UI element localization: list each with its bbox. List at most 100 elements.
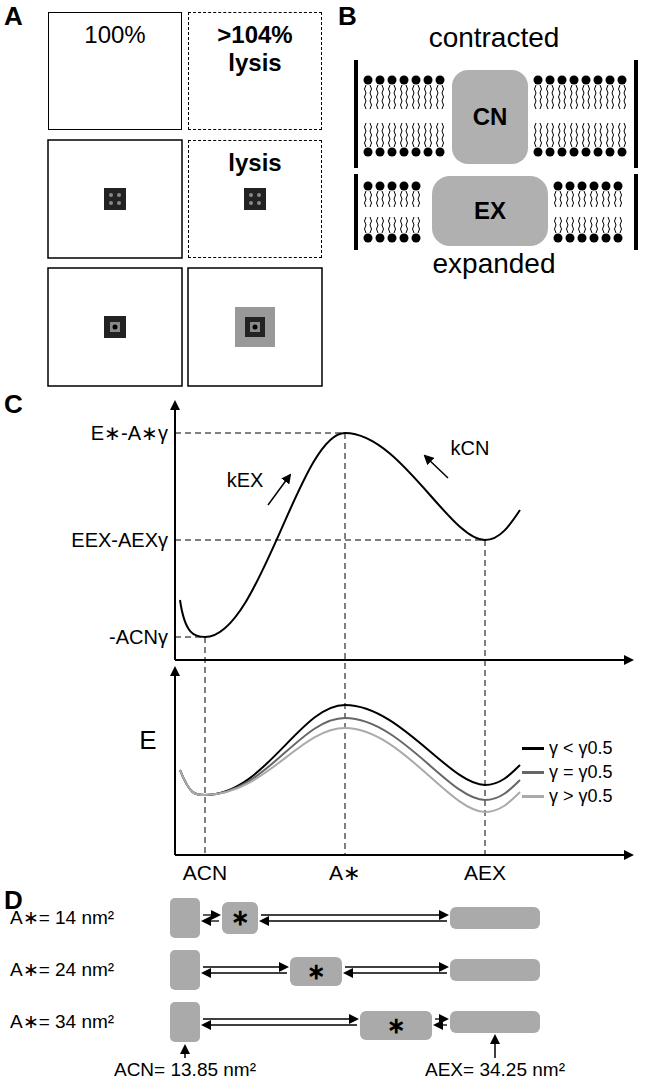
lipid-head	[614, 234, 623, 243]
legend-row: γ > γ0.5	[522, 785, 613, 807]
node-text: lysis	[228, 49, 281, 77]
state-area: ACN= 13.85 nm²	[114, 1060, 256, 1081]
lipid-tail	[579, 191, 581, 207]
lipid-head	[606, 148, 615, 157]
lipid-tail	[619, 123, 621, 147]
forward-arrow	[345, 966, 447, 967]
lipid-head	[376, 148, 385, 157]
lipid-head	[590, 234, 599, 243]
lipid-tail	[413, 123, 415, 147]
lipid-head	[582, 148, 591, 157]
lipid-tail	[377, 191, 379, 207]
lipid-head	[594, 148, 603, 157]
lipid-tail	[603, 191, 605, 207]
lipid-tail	[382, 191, 384, 207]
lipid-tail	[603, 217, 605, 233]
energy-level: -ACNγ	[109, 626, 168, 648]
lipid-tail	[547, 85, 549, 109]
energy-level: E∗-A∗γ	[91, 422, 168, 444]
lipid-head	[436, 148, 445, 157]
lipid-head	[554, 182, 563, 191]
forward-arrow	[203, 914, 219, 915]
lipid-tail	[620, 191, 622, 207]
lipid-head	[412, 182, 421, 191]
lipid-head	[364, 234, 373, 243]
backward-arrow	[203, 1024, 357, 1025]
legend-swatch	[522, 771, 544, 774]
lipid-head	[412, 76, 421, 85]
channel-states	[170, 898, 540, 1042]
lipid-head	[606, 76, 615, 85]
lipid-tail	[624, 85, 626, 109]
lipid-head	[388, 234, 397, 243]
lipid-tail	[377, 217, 379, 233]
lipid-tail	[567, 217, 569, 233]
lipid-head	[594, 76, 603, 85]
lipid-tail	[406, 191, 408, 207]
lipid-tail	[540, 123, 542, 147]
lipid-head	[388, 76, 397, 85]
legend-text: γ > γ0.5	[549, 786, 613, 807]
lipid-tail	[418, 85, 420, 109]
lipid-tail	[430, 85, 432, 109]
lipid-head	[546, 148, 555, 157]
lipid-head	[364, 76, 373, 85]
lipid-tail	[595, 123, 597, 147]
lipid-tail	[437, 123, 439, 147]
lipid-tail	[615, 217, 617, 233]
lipid-tail	[401, 217, 403, 233]
forward-arrow	[261, 914, 447, 915]
lipid-head	[400, 76, 409, 85]
lipid-head	[376, 76, 385, 85]
lipid-tail	[437, 85, 439, 109]
lipid-head	[602, 182, 611, 191]
lipid-head	[546, 76, 555, 85]
lipid-head	[412, 234, 421, 243]
transition-area: A∗= 14 nm²	[10, 908, 114, 929]
node-text: CN	[473, 103, 508, 131]
legend-swatch	[522, 747, 544, 750]
area-tick: ACN	[183, 861, 227, 884]
well-squares	[48, 140, 322, 386]
lipid-tail	[600, 85, 602, 109]
lysis-box: lysis	[188, 140, 322, 258]
rate-arrows	[268, 456, 448, 505]
rate-constant: kEX	[227, 469, 264, 491]
lipid-tail	[612, 85, 614, 109]
transition-area: A∗= 24 nm²	[10, 960, 114, 981]
lipid-head	[570, 76, 579, 85]
lipid-tail	[365, 217, 367, 233]
lipid-head	[558, 148, 567, 157]
lipid-tail	[591, 191, 593, 207]
lipid-tail	[571, 123, 573, 147]
lipid-tail	[595, 85, 597, 109]
lipid-head	[570, 148, 579, 157]
tension-curves	[180, 705, 520, 812]
lipid-tail	[560, 217, 562, 233]
well-box: 100%	[48, 12, 182, 130]
lipid-head	[400, 182, 409, 191]
lipid-tail	[579, 217, 581, 233]
lysis-box: >104%lysis	[188, 12, 322, 130]
lipid-head	[424, 148, 433, 157]
backward-arrow	[203, 972, 287, 973]
lipid-head	[388, 182, 397, 191]
lipid-tail	[584, 217, 586, 233]
lipid-head	[534, 76, 543, 85]
node-text: >104%	[217, 21, 292, 49]
lipid-head	[376, 234, 385, 243]
energy-level: EEX-AEXγ	[71, 529, 168, 551]
lipid-head	[400, 234, 409, 243]
lipid-tail	[389, 123, 391, 147]
lipid-head	[558, 76, 567, 85]
lipid-tail	[442, 123, 444, 147]
channel-protein: EX	[432, 176, 548, 246]
cell-icons	[104, 188, 275, 347]
lipid-tail	[607, 123, 609, 147]
backward-arrow	[261, 920, 447, 921]
lipid-head	[388, 148, 397, 157]
lipid-tail	[540, 85, 542, 109]
channel-protein: CN	[452, 70, 528, 164]
lipid-tail	[615, 191, 617, 207]
